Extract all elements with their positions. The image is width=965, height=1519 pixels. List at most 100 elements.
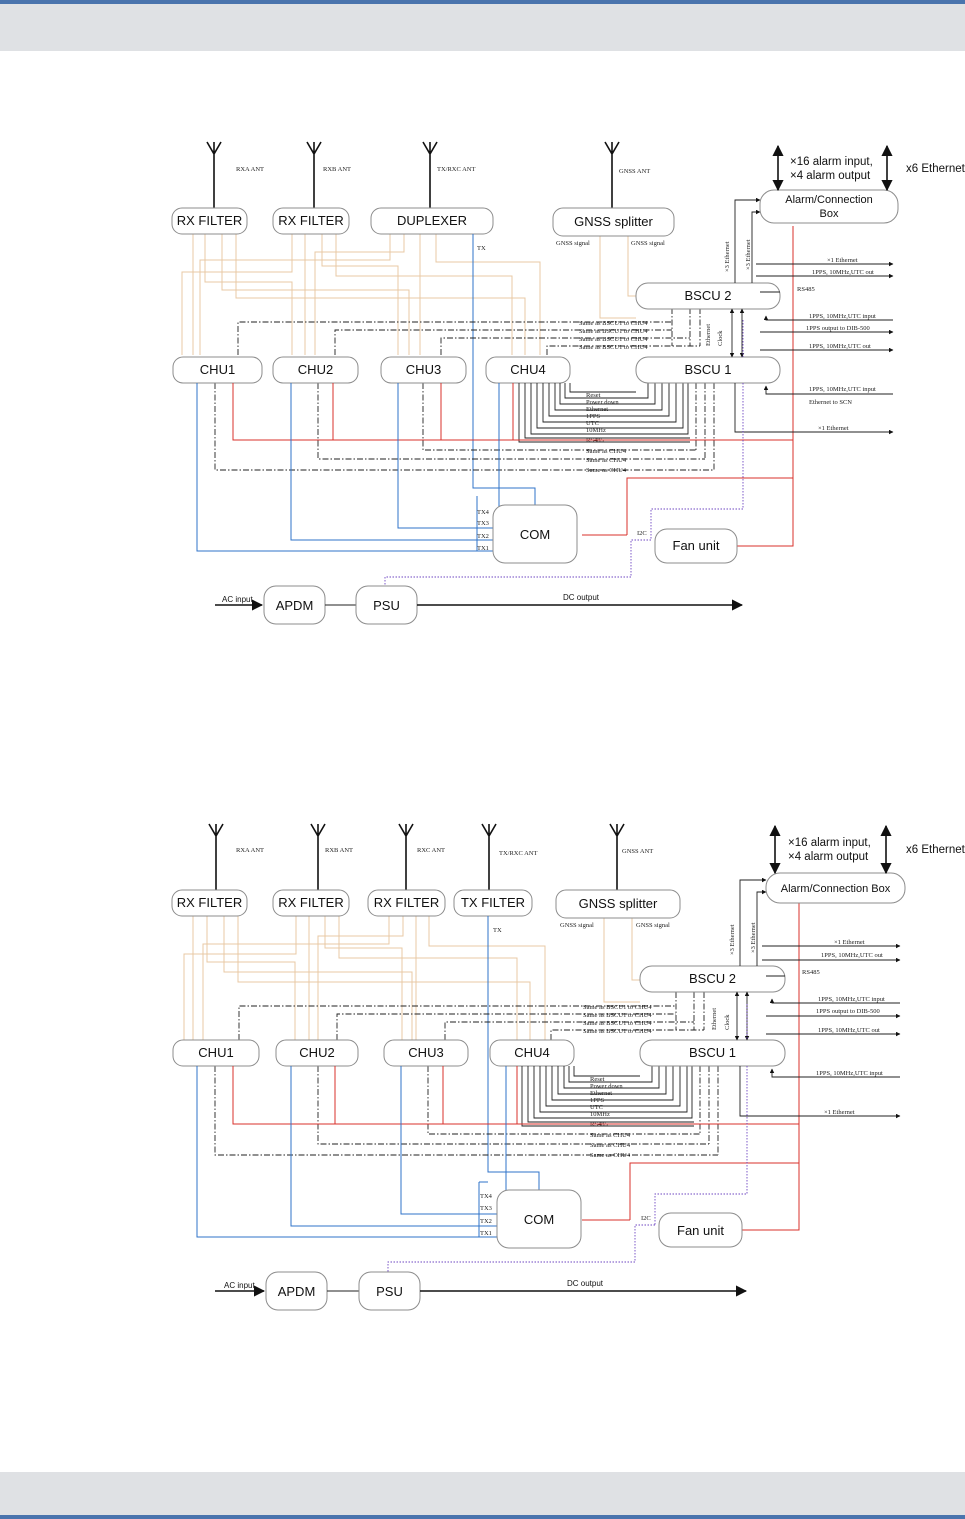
rx-filter-label: RX FILTER: [177, 213, 243, 228]
alarm-box: [759, 189, 899, 224]
bscu-chu-dashes: [214, 992, 719, 1156]
io-label: Ethernet to SCN: [809, 399, 852, 406]
same-as-chu-label: Same as CHU4: [586, 467, 627, 474]
antenna-label: TX/RXC ANT: [437, 166, 475, 173]
header-band: [0, 0, 965, 51]
io-label: 1PPS, 10MHz,UTC out: [821, 952, 883, 959]
same-as-chu-label: Same as CHU4: [590, 1142, 631, 1149]
io-label: ×1 Ethernet: [827, 257, 858, 264]
bscu1-box: [635, 356, 781, 384]
alarm-io-label: ×16 alarm input,: [790, 156, 873, 168]
vertical-label: Clock: [717, 330, 724, 346]
antenna-label: RXC ANT: [417, 847, 445, 854]
com-label: COM: [524, 1212, 554, 1227]
same-as-label: Same as BSCU1 to CHU4: [583, 1004, 652, 1011]
alarm-box-label: Alarm/Connection: [785, 194, 872, 206]
fan-label: Fan unit: [677, 1223, 724, 1238]
io-label: 1PPS, 10MHz,UTC input: [816, 1070, 883, 1077]
bscu2-box: [639, 965, 786, 993]
io-label: 1PPS, 10MHz,UTC input: [809, 386, 876, 393]
right-io-arrows: [756, 261, 894, 395]
duplexer-label: DUPLEXER: [397, 213, 467, 228]
tx-port-label: TX2: [480, 1218, 492, 1225]
rx-filter-label: RX FILTER: [177, 895, 243, 910]
signal-label: 10MHz: [590, 1111, 610, 1118]
vertical-label: Ethernet: [711, 1008, 718, 1030]
ac-input-label: AC input: [224, 1281, 255, 1290]
tx-line: [472, 234, 536, 505]
com-box: [496, 1189, 582, 1249]
gnss-signal-label: GNSS signal: [636, 922, 670, 929]
io-label: 1PPS, 10MHz,UTC input: [818, 996, 885, 1003]
bscu2-box: [635, 282, 781, 310]
chu-label: CHU4: [510, 362, 545, 377]
same-as-chu-label: Same as CHU4: [590, 1152, 631, 1159]
signal-label: UTC: [590, 1104, 603, 1111]
rx-filter-label: RX FILTER: [374, 895, 440, 910]
vertical-label: ×3 Ethernet: [745, 239, 752, 270]
chu-label: CHU3: [406, 362, 441, 377]
i2c-line: [384, 320, 744, 590]
io-label: 1PPS, 10MHz,UTC out: [812, 269, 874, 276]
io-label: 1PPS output to DIB-500: [816, 1008, 880, 1015]
vertical-label: ×3 Ethernet: [750, 922, 757, 953]
antenna-label: RXB ANT: [325, 847, 353, 854]
tx-port-label: TX2: [477, 533, 489, 540]
chu-box: [383, 1039, 469, 1067]
diagram-2: RXA ANT RXB ANT RXC ANT TX/RXC ANT GNSS …: [171, 823, 965, 1311]
rx-filter-box: [367, 889, 446, 917]
tx-port-label: TX1: [480, 1230, 492, 1237]
fan-box: [658, 1212, 743, 1248]
tx-wiring: [196, 383, 500, 552]
gnss-splitter-label: GNSS splitter: [579, 896, 658, 911]
com-label: COM: [520, 527, 550, 542]
antenna-label: RXB ANT: [323, 166, 351, 173]
fan-label: Fan unit: [673, 538, 720, 553]
chu-box: [172, 1039, 260, 1067]
signal-label: Reset: [586, 392, 601, 399]
tx-line: [487, 916, 540, 1190]
chu-box: [272, 356, 359, 384]
rx-wiring: [183, 916, 640, 1040]
same-as-label: Same as BSCU1 to CHU4: [579, 336, 648, 343]
bscu2-label: BSCU 2: [685, 288, 732, 303]
rx-filter-label: RX FILTER: [278, 213, 344, 228]
rx-filter-label: RX FILTER: [278, 895, 344, 910]
alarm-io-label: ×4 alarm output: [790, 170, 871, 182]
rx-filter-box: [171, 889, 248, 917]
tx-port-label: TX3: [480, 1205, 492, 1212]
tx-filter-box: [453, 889, 533, 917]
chu-box: [172, 356, 263, 384]
same-as-chu-label: Same as CHU4: [586, 457, 627, 464]
bscu2-label: BSCU 2: [689, 971, 736, 986]
same-as-label: Same as BSCU1 to CHU4: [579, 344, 648, 351]
bscu1-label: BSCU 1: [685, 362, 732, 377]
right-io-arrows: [762, 943, 901, 1078]
signal-label: Reset: [590, 1076, 605, 1083]
i2c-line: [387, 1004, 748, 1275]
io-label: 1PPS, 10MHz,UTC input: [809, 313, 876, 320]
bscu1-label: BSCU 1: [689, 1045, 736, 1060]
dc-output-label: DC output: [567, 1279, 604, 1288]
i2c-label: I2C: [637, 530, 647, 537]
apdm-label: APDM: [276, 598, 314, 613]
power-wiring: [232, 903, 800, 1231]
chu-box: [485, 356, 571, 384]
signal-label: UTC: [586, 420, 599, 427]
power-wiring: [232, 226, 794, 547]
io-label: RS485: [797, 286, 815, 293]
alarm-box-label: Box: [820, 208, 839, 220]
bscu1-box: [639, 1039, 786, 1067]
chu-box: [380, 356, 467, 384]
io-label: ×1 Ethernet: [818, 425, 849, 432]
vertical-label: Clock: [724, 1014, 731, 1030]
chu-box: [489, 1039, 575, 1067]
same-as-label: Same as BSCU1 to CHU4: [583, 1020, 652, 1027]
psu-label: PSU: [373, 598, 400, 613]
gnss-signal-label: GNSS signal: [556, 240, 590, 247]
tx-port-label: TX1: [477, 545, 489, 552]
vertical-label: Ethernet: [705, 324, 712, 346]
chu-label: CHU3: [408, 1045, 443, 1060]
apdm-label: APDM: [278, 1284, 316, 1299]
antenna-label: RXA ANT: [236, 847, 264, 854]
